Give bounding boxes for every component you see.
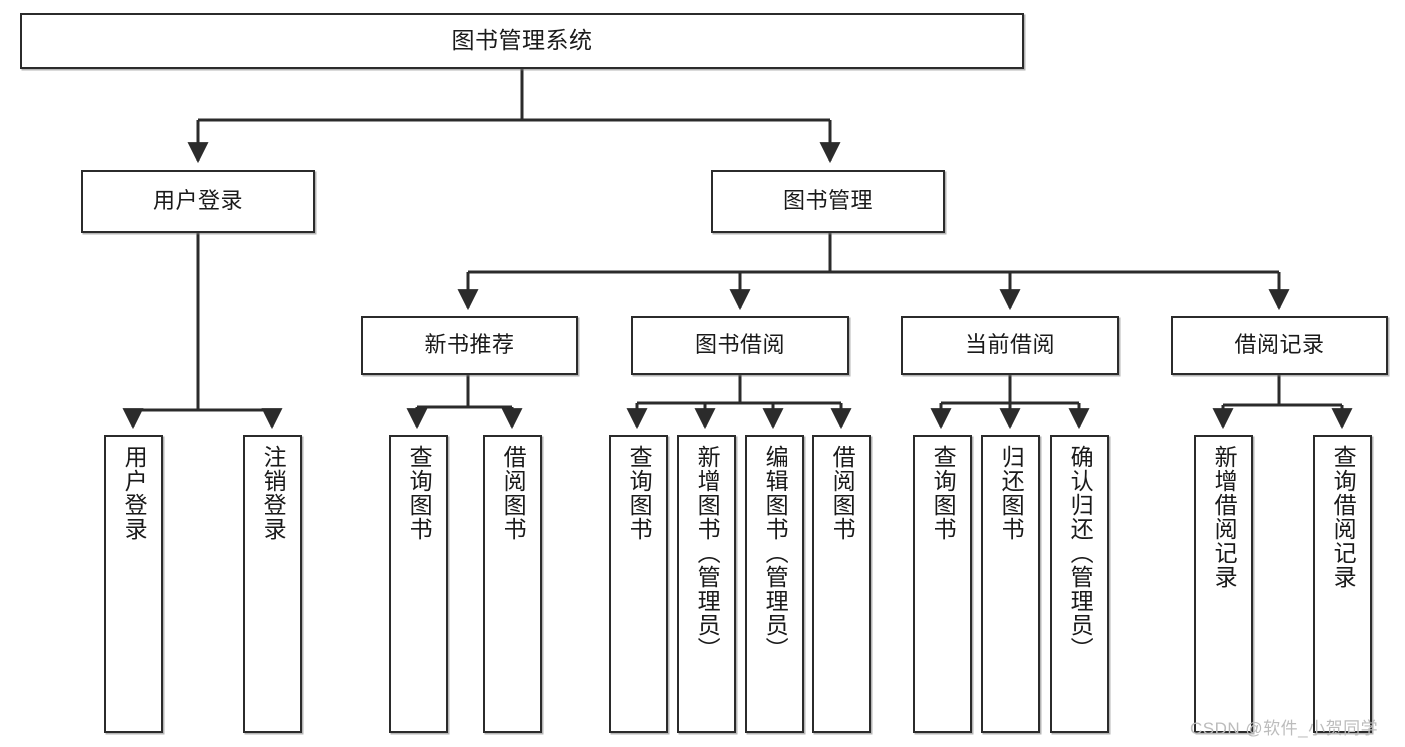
leaf-record-add-borrow-record[interactable]: 新增借阅记录 <box>1194 435 1253 733</box>
node-label: 新书推荐 <box>424 332 515 358</box>
node-borrow-record[interactable]: 借阅记录 <box>1171 316 1388 375</box>
node-user-login[interactable]: 用户登录 <box>81 170 315 233</box>
leaf-borrow-borrow-book[interactable]: 借阅图书 <box>812 435 871 733</box>
node-label: 新增图书（管理员） <box>694 445 721 661</box>
leaf-current-return-book[interactable]: 归还图书 <box>981 435 1040 733</box>
node-label: 查询图书 <box>406 445 433 541</box>
node-label: 图书借阅 <box>694 332 785 358</box>
node-label: 查询借阅记录 <box>1330 445 1357 589</box>
node-current-borrow[interactable]: 当前借阅 <box>901 316 1119 375</box>
leaf-logout-login[interactable]: 注销登录 <box>243 435 302 733</box>
leaf-current-confirm-return-admin[interactable]: 确认归还（管理员） <box>1050 435 1109 733</box>
node-label: 图书管理 <box>782 188 873 214</box>
node-book-management[interactable]: 图书管理 <box>711 170 945 233</box>
csdn-watermark: CSDN @软件_小贺同学 <box>1190 719 1379 738</box>
node-label: 借阅图书 <box>829 445 856 541</box>
node-label: 注销登录 <box>260 445 287 541</box>
leaf-user-login[interactable]: 用户登录 <box>104 435 163 733</box>
leaf-borrow-add-book-admin[interactable]: 新增图书（管理员） <box>677 435 736 733</box>
node-label: 用户登录 <box>121 445 148 541</box>
node-label: 归还图书 <box>998 445 1025 541</box>
leaf-recommend-query-book[interactable]: 查询图书 <box>389 435 448 733</box>
node-label: 确认归还（管理员） <box>1067 445 1094 661</box>
leaf-recommend-borrow-book[interactable]: 借阅图书 <box>483 435 542 733</box>
node-label: 查询图书 <box>626 445 653 541</box>
node-label: 用户登录 <box>152 188 243 214</box>
leaf-borrow-query-book[interactable]: 查询图书 <box>609 435 668 733</box>
node-book-borrow[interactable]: 图书借阅 <box>631 316 849 375</box>
node-label: 编辑图书（管理员） <box>762 445 789 661</box>
node-label: 图书管理系统 <box>451 27 593 54</box>
leaf-current-query-book[interactable]: 查询图书 <box>913 435 972 733</box>
node-new-book-recommend[interactable]: 新书推荐 <box>361 316 578 375</box>
node-label: 借阅记录 <box>1234 332 1325 358</box>
leaf-borrow-edit-book-admin[interactable]: 编辑图书（管理员） <box>745 435 804 733</box>
node-label: 当前借阅 <box>964 332 1055 358</box>
node-label: 新增借阅记录 <box>1211 445 1238 589</box>
node-root-book-management-system[interactable]: 图书管理系统 <box>20 13 1024 69</box>
node-label: 查询图书 <box>930 445 957 541</box>
leaf-record-query-borrow-record[interactable]: 查询借阅记录 <box>1313 435 1372 733</box>
node-label: 借阅图书 <box>500 445 527 541</box>
